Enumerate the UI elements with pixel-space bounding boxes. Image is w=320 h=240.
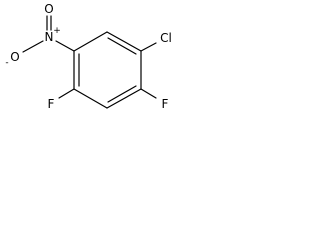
bond-nitrogen-to-oxygen-single	[22, 40, 44, 53]
ring-bond-top-right	[106, 31, 142, 52]
chemical-structure-diagram: O N + O - Cl F F	[5, 2, 172, 111]
oxygen-left-charge-label: -	[5, 58, 8, 68]
ring-double-bond-top-right	[107, 37, 137, 55]
nitrogen-charge-label: +	[53, 26, 61, 36]
nitrogen-label: N	[45, 30, 54, 44]
bond-ring-to-nitrogen	[55, 40, 75, 52]
bond-ring-to-fluorine-left	[58, 88, 75, 99]
oxygen-top-label: O	[44, 2, 53, 16]
fluorine-left-label: F	[48, 97, 55, 111]
bond-ring-to-fluorine-right	[140, 88, 157, 99]
bond-ring-to-chlorine	[140, 42, 157, 52]
ring-bond-bottom-right	[106, 88, 142, 109]
oxygen-left-label: O	[10, 50, 19, 64]
ring-bond-bottom-left	[73, 88, 108, 109]
ring-double-bond-bottom-right	[107, 85, 137, 103]
fluorine-right-label: F	[162, 97, 169, 111]
ring-bond-top-left	[73, 31, 108, 52]
chlorine-label: Cl	[160, 31, 172, 45]
